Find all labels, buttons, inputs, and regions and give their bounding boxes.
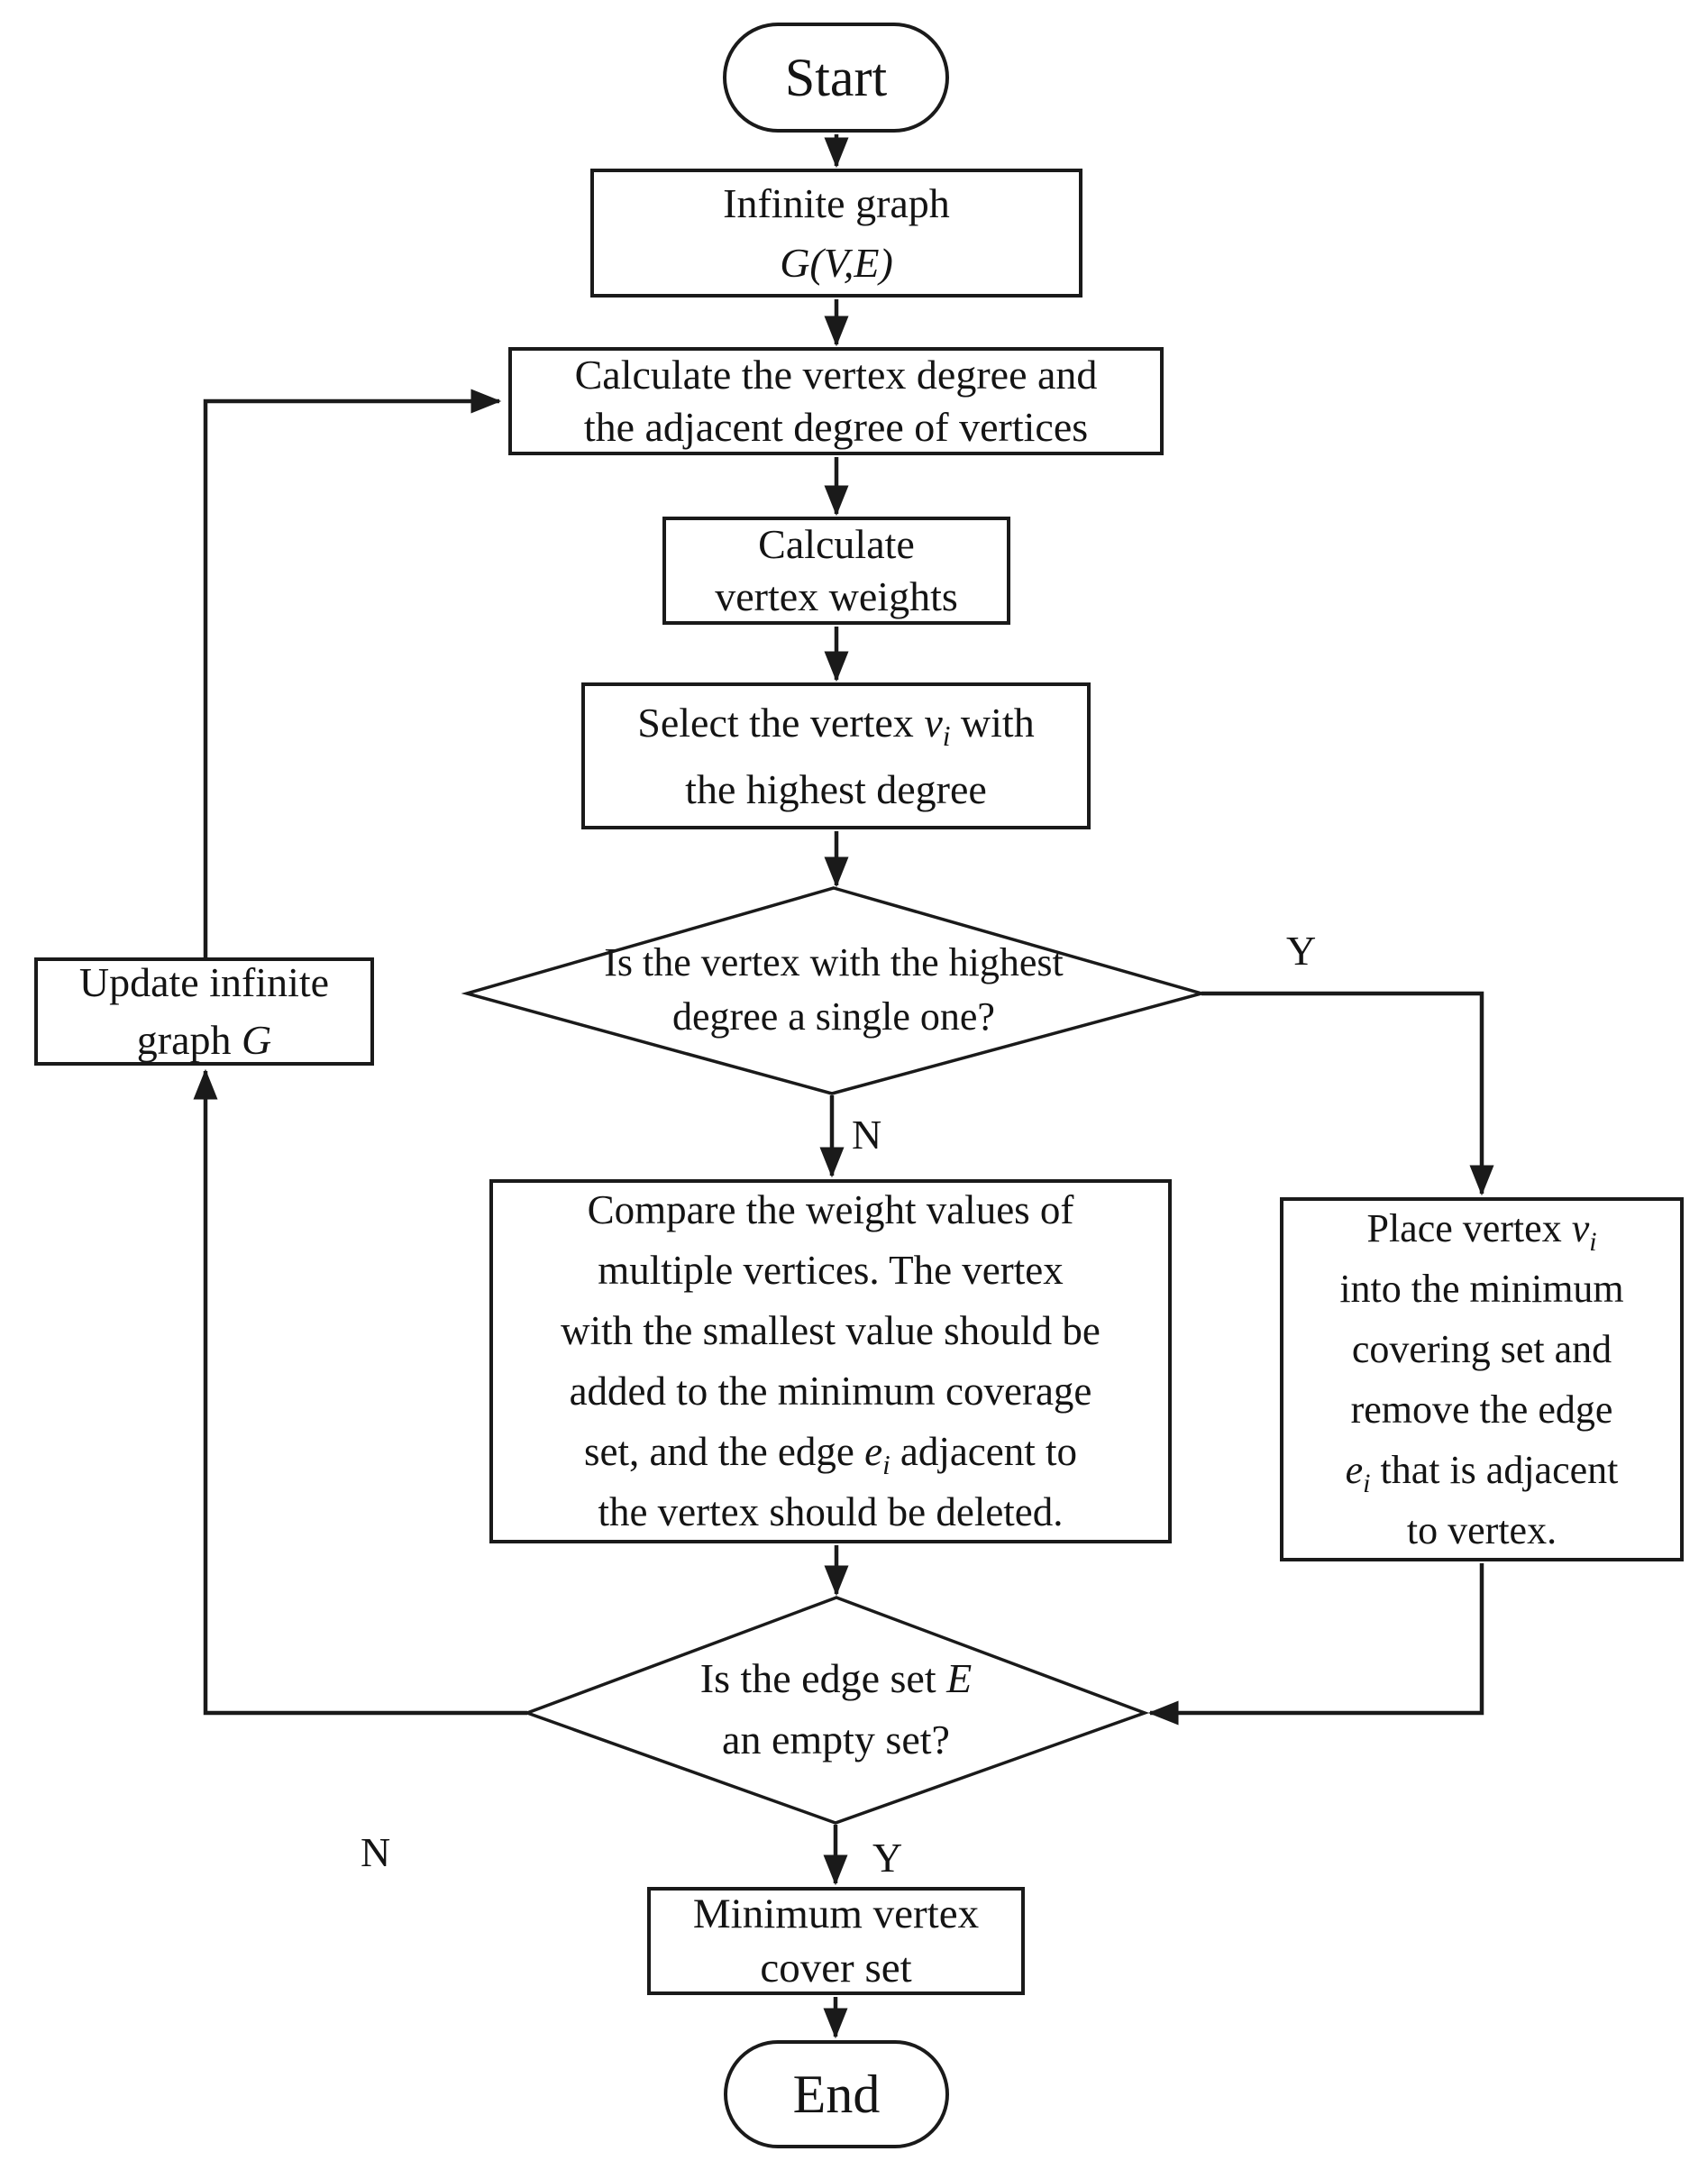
calc-weights-line1: Calculate bbox=[758, 521, 915, 567]
min-cover-box: Minimum vertex cover set bbox=[647, 1887, 1025, 1995]
place-line2: into the minimum bbox=[1339, 1267, 1624, 1311]
place-line1: Place vertex vi bbox=[1366, 1206, 1597, 1257]
single-degree-line2: degree a single one? bbox=[672, 994, 995, 1039]
select-vertex-box: Select the vertex vi with the highest de… bbox=[581, 682, 1091, 829]
place-line4: remove the edge bbox=[1350, 1387, 1613, 1432]
empty-set-diamond bbox=[522, 1596, 1150, 1825]
single-degree-diamond bbox=[461, 886, 1208, 1095]
compare-line6: the vertex should be deleted. bbox=[598, 1489, 1064, 1534]
arrow-empty-decision-n-to-update bbox=[193, 1068, 527, 1716]
place-line5: ei that is adjacent bbox=[1345, 1448, 1619, 1498]
place-vertex-box: Place vertex vi into the minimum coverin… bbox=[1280, 1197, 1684, 1561]
compare-line2: multiple vertices. The vertex bbox=[598, 1248, 1064, 1293]
single-degree-decision-label: Is the vertex with the highest degree a … bbox=[491, 936, 1176, 1044]
update-graph-line2: graph G bbox=[136, 1017, 272, 1063]
select-vertex-line2: the highest degree bbox=[685, 765, 987, 812]
calc-degree-line2: the adjacent degree of vertices bbox=[583, 404, 1089, 450]
empty-set-decision-label: Is the edge set E an empty set? bbox=[568, 1648, 1104, 1771]
compare-weights-box: Compare the weight values of multiple ve… bbox=[489, 1179, 1172, 1543]
label-y-single-decision: Y bbox=[1286, 928, 1317, 974]
calc-degree-line1: Calculate the vertex degree and bbox=[574, 352, 1098, 398]
select-vertex-line1: Select the vertex vi with bbox=[637, 699, 1035, 752]
single-degree-line1: Is the vertex with the highest bbox=[604, 940, 1064, 984]
arrow-single-decision-y-to-place bbox=[1201, 991, 1494, 1196]
label-y-empty-decision: Y bbox=[872, 1835, 903, 1881]
calc-weights-line2: vertex weights bbox=[715, 573, 958, 619]
end-node: End bbox=[724, 2040, 949, 2148]
compare-line1: Compare the weight values of bbox=[587, 1187, 1074, 1232]
calc-weights-box: Calculate vertex weights bbox=[662, 517, 1010, 625]
calc-degree-box: Calculate the vertex degree and the adja… bbox=[508, 347, 1164, 455]
infinite-graph-line1: Infinite graph bbox=[723, 179, 950, 226]
compare-line3: with the smallest value should be bbox=[561, 1308, 1101, 1353]
update-graph-line1: Update infinite bbox=[78, 959, 330, 1005]
arrow-place-to-empty-decision bbox=[1147, 1563, 1484, 1726]
min-cover-line2: cover set bbox=[760, 1945, 912, 1991]
compare-line4: added to the minimum coverage bbox=[569, 1369, 1092, 1414]
update-graph-box: Update infinite graph G bbox=[34, 957, 374, 1066]
start-node: Start bbox=[723, 23, 949, 133]
arrow-update-to-calc-degree bbox=[203, 389, 502, 957]
place-line6: to vertex. bbox=[1406, 1508, 1557, 1552]
empty-set-line2: an empty set? bbox=[722, 1717, 950, 1763]
infinite-graph-box: Infinite graph G(V,E) bbox=[590, 169, 1082, 298]
start-label: Start bbox=[784, 48, 888, 107]
place-line3: covering set and bbox=[1351, 1327, 1612, 1371]
label-n-empty-decision: N bbox=[361, 1829, 391, 1875]
compare-line5: set, and the edge ei adjacent to bbox=[583, 1429, 1078, 1480]
empty-set-line1: Is the edge set E bbox=[699, 1655, 973, 1701]
label-n-single-decision: N bbox=[852, 1112, 882, 1158]
end-label: End bbox=[792, 2065, 881, 2124]
infinite-graph-line2: G(V,E) bbox=[780, 239, 893, 286]
min-cover-line1: Minimum vertex bbox=[692, 1891, 980, 1937]
